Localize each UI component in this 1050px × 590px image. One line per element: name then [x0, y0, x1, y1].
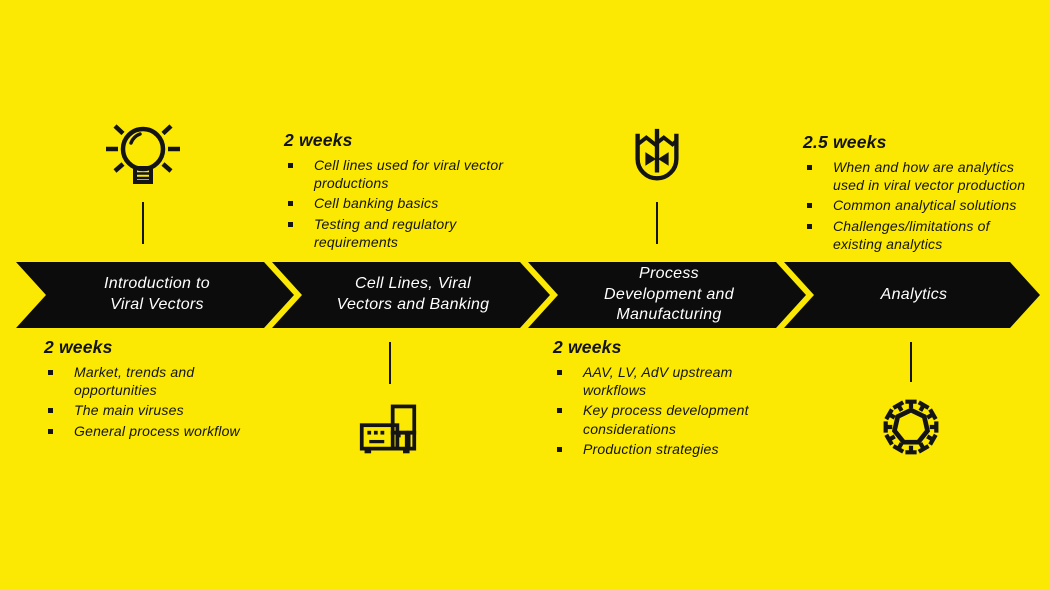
- bullet-item: Production strategies: [553, 440, 795, 458]
- square-bullet-icon: [48, 370, 53, 375]
- bullet-item: Key process development considerations: [553, 401, 795, 437]
- stage-arrow-label: Introduction to Viral Vectors: [104, 275, 210, 313]
- bullet-item: Common analytical solutions: [803, 196, 1045, 214]
- bullet-text: Market, trends and opportunities: [74, 364, 195, 399]
- bullet-item: Market, trends and opportunities: [44, 363, 286, 399]
- bullet-text: General process workflow: [74, 422, 240, 439]
- square-bullet-icon: [807, 203, 812, 209]
- duration-label: 2 weeks: [284, 130, 353, 150]
- bioreactor-icon: [626, 126, 688, 188]
- bullet-text: AAV, LV, AdV upstream workflows: [583, 364, 733, 399]
- bullet-item: Testing and regulatory requirements: [284, 215, 526, 251]
- square-bullet-icon: [288, 201, 293, 207]
- stage-details: 2 weeks Cell lines used for viral vector…: [284, 130, 526, 253]
- bullet-text: Cell banking basics: [314, 195, 439, 212]
- bullet-text: Production strategies: [583, 440, 719, 457]
- bullet-item: The main viruses: [44, 401, 286, 419]
- bullet-text: Key process development considerations: [583, 402, 749, 437]
- connector-line: [389, 342, 391, 384]
- square-bullet-icon: [288, 221, 293, 227]
- square-bullet-icon: [807, 223, 812, 229]
- stage-arrow-label: Cell Lines, Viral Vectors and Banking: [336, 275, 490, 313]
- bullet-item: AAV, LV, AdV upstream workflows: [553, 363, 795, 399]
- bullet-text: Testing and regulatory requirements: [314, 215, 457, 250]
- stage-arrow-label: Process Development and Manufacturing: [604, 264, 734, 324]
- bullet-item: Challenges/limitations of existing analy…: [803, 217, 1045, 253]
- bullet-item: Cell lines used for viral vector product…: [284, 156, 526, 192]
- connector-line: [142, 202, 144, 244]
- bullet-item: General process workflow: [44, 422, 286, 440]
- bullet-text: The main viruses: [74, 402, 184, 419]
- lightbulb-icon: [98, 112, 188, 202]
- duration-label: 2 weeks: [44, 337, 113, 357]
- square-bullet-icon: [557, 408, 562, 414]
- stage-details: 2 weeks Market, trends and opportunities…: [44, 337, 286, 442]
- bullet-text: Challenges/limitations of existing analy…: [833, 217, 990, 252]
- square-bullet-icon: [48, 408, 53, 414]
- stage-arrow-cell-lines: Cell Lines, Viral Vectors and Banking: [272, 262, 550, 328]
- stage-arrow-introduction: Introduction to Viral Vectors: [16, 262, 294, 328]
- bullet-text: When and how are analytics used in viral…: [833, 159, 1026, 194]
- duration-label: 2.5 weeks: [803, 132, 887, 152]
- bullet-text: Common analytical solutions: [833, 197, 1017, 214]
- duration-label: 2 weeks: [553, 337, 622, 357]
- bullet-item: When and how are analytics used in viral…: [803, 158, 1045, 194]
- square-bullet-icon: [288, 163, 293, 168]
- bullet-list: Cell lines used for viral vector product…: [284, 156, 526, 251]
- square-bullet-icon: [48, 428, 53, 434]
- virus-icon: [881, 397, 941, 457]
- bullet-text: Cell lines used for viral vector product…: [314, 157, 504, 192]
- square-bullet-icon: [557, 370, 562, 375]
- bullet-list: When and how are analytics used in viral…: [803, 158, 1045, 253]
- lab-instrument-icon: [358, 398, 418, 458]
- connector-line: [656, 202, 658, 244]
- square-bullet-icon: [807, 165, 812, 170]
- connector-line: [910, 342, 912, 382]
- square-bullet-icon: [557, 446, 562, 452]
- stage-arrow-process-development: Process Development and Manufacturing: [528, 262, 806, 328]
- bullet-item: Cell banking basics: [284, 194, 526, 212]
- stage-arrow-label: Analytics: [880, 285, 948, 303]
- stage-details: 2.5 weeks When and how are analytics use…: [803, 132, 1045, 255]
- stage-arrow-analytics: Analytics: [784, 262, 1040, 328]
